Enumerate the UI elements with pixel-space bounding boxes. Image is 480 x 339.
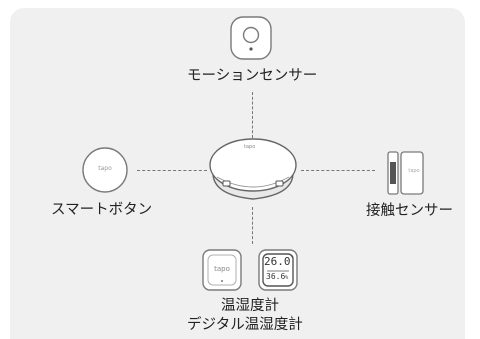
hub-brand: tapo — [244, 144, 256, 150]
digital-humidity-readout: 36.6% — [266, 273, 288, 281]
hub-icon — [209, 138, 297, 200]
smart-button-icon — [82, 147, 128, 193]
digital-temp-unit: ° — [290, 255, 295, 262]
thermometers-label-line2: デジタル温湿度計 — [187, 317, 303, 333]
motion-sensor-label: モーションセンサー — [187, 68, 318, 84]
smart-button-brand: tapo — [98, 165, 112, 172]
digital-humidity-value: 36.6 — [266, 272, 286, 281]
contact-sensor-brand: tapo — [408, 168, 420, 174]
connector-right — [301, 170, 375, 171]
digital-temp-value: 26.0 — [264, 255, 291, 268]
digital-temp-readout: 26.0° — [264, 255, 295, 268]
connector-left — [137, 170, 207, 171]
digital-humidity-unit: % — [285, 275, 289, 281]
smart-button-label: スマートボタン — [51, 202, 153, 218]
contact-sensor-icon — [387, 151, 424, 195]
connector-bottom — [252, 207, 253, 244]
thermometer-plain-icon — [202, 249, 242, 291]
connector-top — [252, 92, 253, 138]
thermometer-plain-brand: tapo — [214, 265, 230, 273]
motion-sensor-icon — [230, 16, 272, 60]
contact-sensor-label: 接触センサー — [366, 203, 453, 219]
thermometer-digital-icon — [258, 249, 298, 291]
thermometers-label-line1: 温湿度計 — [221, 298, 279, 314]
